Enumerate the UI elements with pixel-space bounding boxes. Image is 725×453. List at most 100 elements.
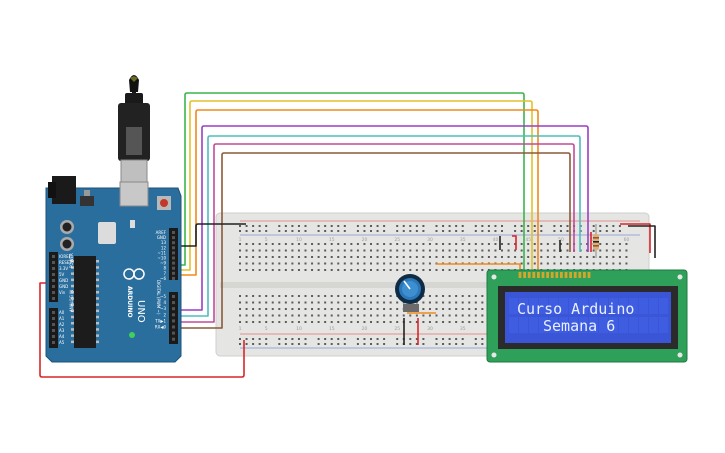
bb-hole <box>481 269 484 271</box>
bb-hole <box>317 262 320 265</box>
bb-rail-hole <box>415 338 418 340</box>
lcd-cell <box>599 298 608 314</box>
bb-rail-hole <box>618 225 621 227</box>
bb-hole <box>363 314 366 317</box>
bb-hole <box>350 308 353 310</box>
bb-hole <box>265 321 268 323</box>
bb-hole <box>487 249 490 252</box>
bb-hole <box>507 256 510 258</box>
bb-hole <box>415 243 418 245</box>
bb-hole <box>481 308 484 310</box>
bb-rail-hole <box>455 225 458 227</box>
bb-column-number: 30 <box>427 326 433 332</box>
bb-rail-hole <box>258 225 261 227</box>
bb-hole <box>435 269 438 271</box>
potentiometer[interactable] <box>395 274 425 312</box>
bb-hole <box>415 269 418 271</box>
bb-hole <box>271 308 274 310</box>
bb-hole <box>258 308 261 310</box>
bb-hole <box>330 301 333 304</box>
chip-leg <box>96 297 99 300</box>
power-pin-label: RESET <box>59 260 72 265</box>
header-hole <box>172 266 175 270</box>
bb-rail-hole <box>284 230 287 232</box>
bb-hole <box>343 308 346 310</box>
bb-hole <box>376 262 379 265</box>
bb-rail-hole <box>291 225 294 227</box>
bb-hole <box>258 243 261 245</box>
lcd-cell <box>559 317 568 333</box>
digital-pin-label: 13 <box>161 240 167 245</box>
bb-hole <box>481 295 484 297</box>
bb-rail-hole <box>317 343 320 345</box>
header-hole <box>52 297 55 300</box>
bb-hole <box>415 321 418 323</box>
bb-hole <box>304 243 307 245</box>
bb-hole <box>317 321 320 323</box>
header-hole <box>172 301 175 305</box>
bb-hole <box>311 314 314 317</box>
header-hole <box>172 261 175 265</box>
bb-hole <box>291 262 294 265</box>
bb-hole <box>370 262 372 265</box>
lcd-cell <box>609 298 618 314</box>
bb-hole <box>245 256 248 258</box>
bb-hole <box>605 243 608 245</box>
bb-hole <box>435 295 438 297</box>
bb-hole <box>376 321 379 323</box>
bb-hole <box>383 314 386 317</box>
bb-hole <box>481 321 484 323</box>
bb-hole <box>625 249 628 252</box>
chip-leg <box>71 260 74 263</box>
bb-hole <box>324 308 327 310</box>
bb-hole <box>324 243 327 245</box>
bb-rail-hole <box>337 230 340 232</box>
lcd-pin-header <box>518 272 591 278</box>
bb-hole <box>428 314 431 317</box>
bb-rail-hole <box>278 343 281 345</box>
bb-hole <box>317 301 320 304</box>
bb-rail-hole <box>245 225 248 227</box>
bb-hole <box>278 308 281 310</box>
bb-hole <box>409 314 412 317</box>
bb-column-number: 50 <box>558 237 564 243</box>
bb-hole <box>625 256 628 258</box>
bb-rail-hole <box>278 230 281 232</box>
header-hole <box>172 313 175 317</box>
bb-hole <box>356 314 359 317</box>
bb-hole <box>284 308 287 310</box>
bb-hole <box>278 249 281 252</box>
lcd-cell <box>539 298 548 314</box>
bb-hole <box>337 301 340 304</box>
bb-hole <box>284 262 287 265</box>
bb-hole <box>566 262 569 265</box>
bb-hole <box>245 308 248 310</box>
bb-hole <box>343 321 346 323</box>
bb-rail-hole <box>337 338 340 340</box>
bb-hole <box>586 256 589 258</box>
bb-rail-hole <box>239 225 241 227</box>
lcd-cell <box>639 317 648 333</box>
arduino-uno-board[interactable]: ARDUINO UNO AREFGND1312~11~10~987~6~54~3… <box>45 75 182 363</box>
chip-leg <box>71 278 74 282</box>
resistor[interactable] <box>593 224 599 258</box>
bb-hole <box>304 301 307 304</box>
bb-rail-hole <box>396 338 399 340</box>
wire-red-5v <box>39 282 245 378</box>
bb-hole <box>520 249 523 252</box>
bb-hole <box>599 243 602 245</box>
bb-hole <box>415 256 418 258</box>
bb-hole <box>599 256 602 258</box>
bb-hole <box>468 256 471 258</box>
bb-rail-hole <box>245 343 248 345</box>
header-hole <box>52 317 55 320</box>
lcd-module[interactable]: Curso Arduino Semana 6 <box>486 269 688 363</box>
bb-rail-hole <box>474 225 477 227</box>
bb-hole <box>422 295 425 297</box>
bb-hole <box>265 314 268 317</box>
bb-hole <box>363 301 366 304</box>
bb-hole <box>389 256 392 258</box>
bb-hole <box>350 321 353 323</box>
bb-hole <box>533 256 536 258</box>
